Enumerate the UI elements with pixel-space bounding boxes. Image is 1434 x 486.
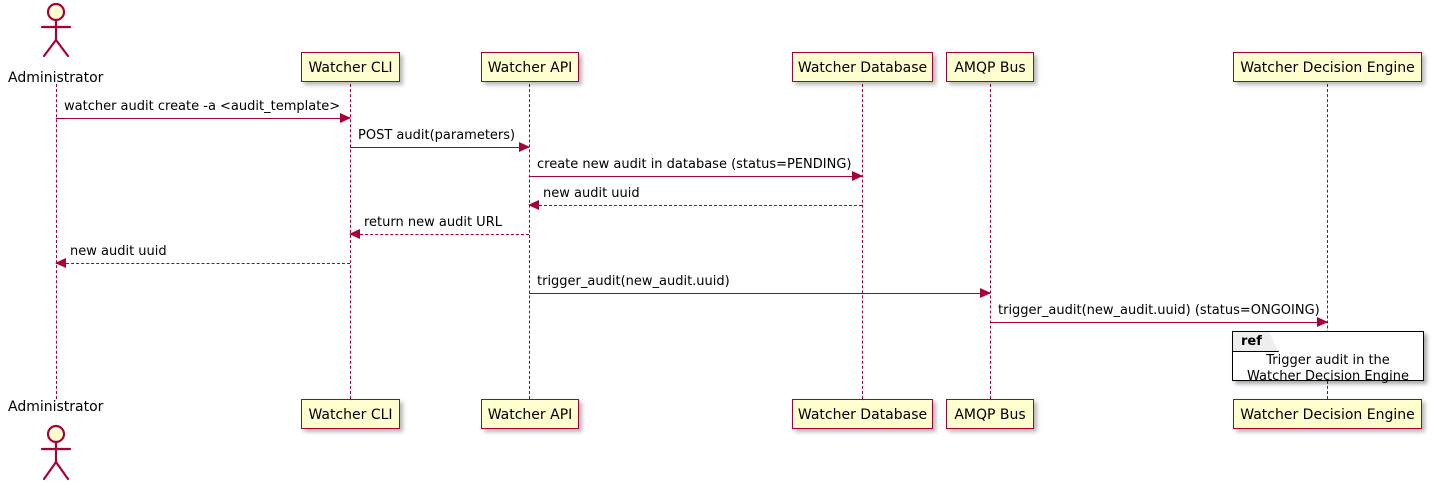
participant-amqp-bus-top[interactable]: AMQP Bus xyxy=(946,52,1034,82)
message-line xyxy=(350,147,529,148)
actor-stick-figure-icon xyxy=(40,2,72,58)
message-label: trigger_audit(new_audit.uuid) (status=ON… xyxy=(998,303,1320,318)
ref-fragment-body: Trigger audit in the Watcher Decision En… xyxy=(1233,353,1423,385)
participant-watcher-cli-top[interactable]: Watcher CLI xyxy=(301,52,400,82)
actor-label-administrator-top: Administrator xyxy=(8,70,104,86)
ref-fragment-line-2: Watcher Decision Engine xyxy=(1247,369,1409,384)
arrow-head-left-icon xyxy=(349,229,360,239)
arrow-head-left-icon xyxy=(55,258,66,268)
lifeline-watcher-api xyxy=(529,84,530,399)
participant-amqp-bus-bottom[interactable]: AMQP Bus xyxy=(946,399,1034,429)
arrow-head-right-icon xyxy=(852,171,863,181)
participant-watcher-decision-engine-bottom[interactable]: Watcher Decision Engine xyxy=(1233,399,1422,429)
message-line xyxy=(529,293,990,294)
message-line xyxy=(529,205,862,206)
message-line xyxy=(56,263,350,264)
actor-label-administrator-bottom: Administrator xyxy=(8,399,104,415)
participant-watcher-decision-engine-top[interactable]: Watcher Decision Engine xyxy=(1233,52,1422,82)
arrow-head-left-icon xyxy=(528,200,539,210)
participant-watcher-api-top[interactable]: Watcher API xyxy=(481,52,579,82)
message-line xyxy=(529,176,862,177)
message-line xyxy=(56,118,350,119)
lifeline-administrator xyxy=(56,84,57,399)
message-label: trigger_audit(new_audit.uuid) xyxy=(537,274,730,289)
participant-watcher-database-bottom[interactable]: Watcher Database xyxy=(792,399,933,429)
ref-fragment-line-1: Trigger audit in the xyxy=(1266,353,1390,368)
arrow-head-right-icon xyxy=(980,288,991,298)
participant-watcher-database-top[interactable]: Watcher Database xyxy=(792,52,933,82)
participant-watcher-api-bottom[interactable]: Watcher API xyxy=(481,399,579,429)
lifeline-watcher-decision-engine xyxy=(1327,84,1328,399)
message-label: POST audit(parameters) xyxy=(358,128,516,143)
ref-fragment: ref Trigger audit in the Watcher Decisio… xyxy=(1232,331,1424,384)
lifeline-watcher-cli xyxy=(350,84,351,399)
participant-watcher-cli-bottom[interactable]: Watcher CLI xyxy=(301,399,400,429)
lifeline-watcher-database xyxy=(862,84,863,399)
actor-stick-figure-icon xyxy=(40,424,72,481)
message-label: new audit uuid xyxy=(543,186,640,201)
message-label: watcher audit create -a <audit_template> xyxy=(64,99,341,114)
message-line xyxy=(350,234,529,235)
message-label: new audit uuid xyxy=(70,244,167,259)
ref-fragment-keyword: ref xyxy=(1233,332,1279,352)
arrow-head-right-icon xyxy=(1317,317,1328,327)
message-label: return new audit URL xyxy=(364,215,502,230)
actor-administrator-bottom xyxy=(36,424,76,481)
arrow-head-right-icon xyxy=(340,113,351,123)
message-line xyxy=(990,322,1327,323)
arrow-head-right-icon xyxy=(519,142,530,152)
message-label: create new audit in database (status=PEN… xyxy=(537,157,852,172)
actor-administrator-top xyxy=(36,2,76,58)
lifeline-amqp-bus xyxy=(990,84,991,399)
